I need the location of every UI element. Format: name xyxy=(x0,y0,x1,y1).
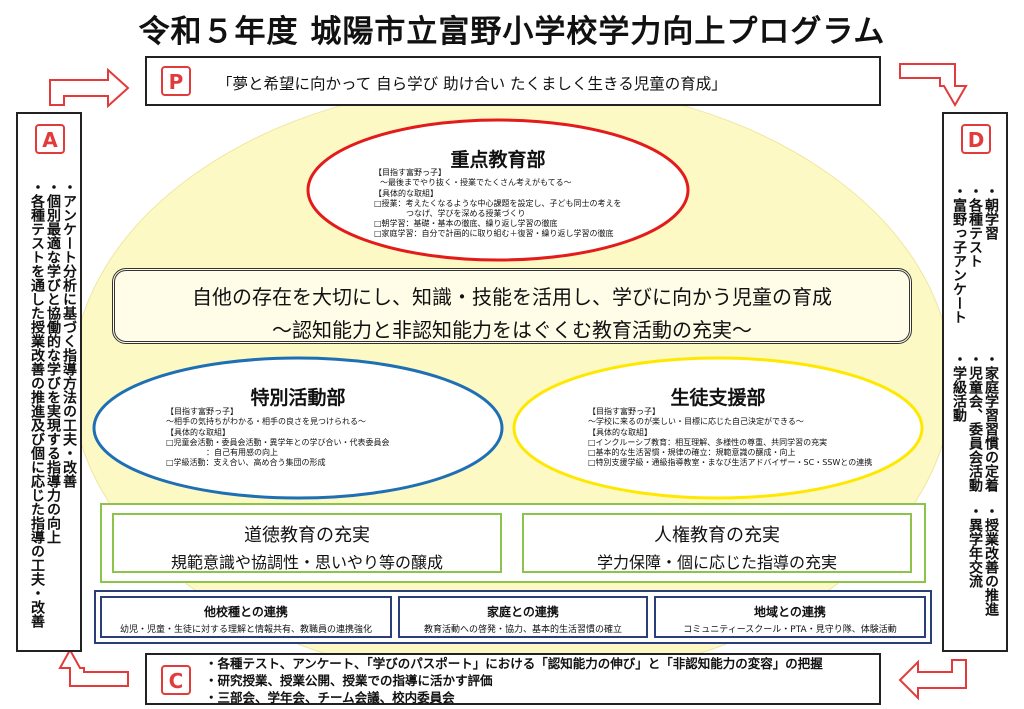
juten-line: □授業：考えたくなるような中心課題を設定し、子ども同士の考えを xyxy=(374,199,622,208)
do-item: ・授業改善の推進 xyxy=(983,504,999,616)
check-item: ・三部会、学年会、チーム会議、校内委員会 xyxy=(205,690,455,705)
renkei-sub: コミュニティースクール・PTA・見守り隊、体験活動 xyxy=(683,625,897,635)
cooperation-row: 他校種との連携 幼児・児童・生徒に対する理解と情報共有、教職員の連携強化 家庭と… xyxy=(94,590,932,644)
juten-line: □家庭学習：自分で計画的に取り組む＋復習・繰り返し学習の徹底 xyxy=(374,229,614,238)
check-items: ・各種テスト、アンケート、「学びのパスポート」における「認知能力の伸び」と「非認… xyxy=(205,655,823,706)
doutoku-box: 道徳教育の充実 規範意識や協調性・思いやり等の醸成 xyxy=(112,513,502,573)
do-item: ・学級活動 xyxy=(951,352,967,422)
do-box: D ・朝学習 ・各種テスト ・富野っ子アンケート ・学級活動 ・家庭学習習慣の定… xyxy=(942,112,1008,652)
seito-line: 【具体的な取組】 xyxy=(588,428,652,437)
seito-title: 生徒支援部 xyxy=(670,387,766,409)
renkei-box-2: 地域との連携 コミュニティースクール・PTA・見守り隊、体験活動 xyxy=(654,596,926,638)
juten-line: つなげ、学びを深める授業づくり xyxy=(374,209,526,218)
do-item: ・児童会、委員会活動 xyxy=(967,352,983,492)
tokubetsu-line: 【目指す富野っ子】 xyxy=(166,407,238,416)
jinken-sub: 学力保障・個に応じた指導の充実 xyxy=(596,553,837,572)
center-goal-line1: 自他の存在を大切にし、知識・技能を活用し、学びに向かう児童の育成 xyxy=(192,285,832,309)
act-item: ・アンケート分析に基づく指導方法の工夫・改善 xyxy=(61,180,77,488)
check-item: ・研究授業、授業公開、授業での指導に活かす評価 xyxy=(205,673,493,688)
do-item: ・各種テスト xyxy=(967,184,983,268)
doutoku-title: 道徳教育の充実 xyxy=(244,525,370,546)
jinken-title: 人権教育の充実 xyxy=(654,525,780,546)
act-box: A ・アンケート分析に基づく指導方法の工夫・改善 ・個別最適な学びと協働的な学び… xyxy=(16,112,82,652)
tokubetsu-line: □学級活動：支え合い、高め合う集団の形成 xyxy=(166,458,326,467)
page-title: 令和５年度 城陽市立富野小学校学力向上プログラム xyxy=(138,14,886,50)
arrow-a-to-p xyxy=(49,67,130,109)
plan-letter: P xyxy=(161,66,191,96)
tokubetsu-line: ～相手の気持ちがわかる・相手の良さを見つけられる～ xyxy=(166,417,366,426)
juten-title: 重点教育部 xyxy=(450,149,546,171)
arrow-d-to-c xyxy=(898,659,967,701)
check-item: ・各種テスト、アンケート、「学びのパスポート」における「認知能力の伸び」と「非認… xyxy=(205,656,823,671)
education-focus-row: 道徳教育の充実 規範意識や協調性・思いやり等の醸成 人権教育の充実 学力保障・個… xyxy=(100,503,926,583)
juten-line: 【目指す富野っ子】 xyxy=(374,168,446,177)
seito-line: 【目指す富野っ子】 xyxy=(588,407,660,416)
juten-ellipse xyxy=(306,118,690,262)
do-item: ・朝学習 xyxy=(983,184,999,240)
plan-text: 「夢と希望に向かって 自ら学び 助け合い たくましく生きる児童の育成」 xyxy=(217,75,727,93)
renkei-sub: 教育活動への啓発・協力、基本的生活習慣の確立 xyxy=(423,625,622,635)
tokubetsu-title: 特別活動部 xyxy=(250,387,346,409)
do-item: ・家庭学習習慣の定着 xyxy=(983,352,999,492)
seito-ellipse xyxy=(512,356,924,500)
juten-line: ～最後までやり抜く・授業でたくさん考えがもてる～ xyxy=(380,178,572,187)
seito-line: □インクルーシブ教育：相互理解、多様性の尊重、共同学習の充実 xyxy=(588,438,828,447)
seito-line: ～学校に来るのが楽しい・目標に応じた自己決定ができる～ xyxy=(588,417,804,426)
check-letter: C xyxy=(161,665,191,695)
tokubetsu-line: □児童会活動・委員会活動・異学年との学び合い・代表委員会 xyxy=(166,438,390,447)
doutoku-sub: 規範意識や協調性・思いやり等の醸成 xyxy=(170,553,443,572)
jinken-box: 人権教育の充実 学力保障・個に応じた指導の充実 xyxy=(522,513,912,573)
do-item: ・富野っ子アンケート xyxy=(951,184,967,324)
plan-box: P 「夢と希望に向かって 自ら学び 助け合い たくましく生きる児童の育成」 xyxy=(145,56,881,106)
arrow-c-to-a xyxy=(58,647,129,687)
renkei-title: 家庭との連携 xyxy=(487,605,559,619)
check-box: C ・各種テスト、アンケート、「学びのパスポート」における「認知能力の伸び」と「… xyxy=(145,653,881,705)
renkei-box-0: 他校種との連携 幼児・児童・生徒に対する理解と情報共有、教職員の連携強化 xyxy=(100,596,392,638)
do-letter: D xyxy=(961,124,991,154)
arrow-p-to-d xyxy=(899,63,968,107)
juten-line: 【具体的な取組】 xyxy=(374,189,438,198)
seito-line: □特別支援学級・通級指導教室・まなび生活アドバイザー・SC・SSWとの連携 xyxy=(588,458,873,467)
act-item: ・各種テストを通した授業改善の推進及び個に応じた指導の工夫・改善 xyxy=(29,180,45,628)
tokubetsu-ellipse xyxy=(92,356,504,500)
renkei-title: 地域との連携 xyxy=(754,605,826,619)
center-goal-box: 自他の存在を大切にし、知識・技能を活用し、学びに向かう児童の育成 ～認知能力と非… xyxy=(112,268,912,344)
seito-line: □基本的な生活習慣・規律の確立：規範意識の醸成・向上 xyxy=(588,448,796,457)
tokubetsu-line: 【具体的な取組】 xyxy=(166,428,230,437)
do-item: ・異学年交流 xyxy=(967,504,983,588)
renkei-box-1: 家庭との連携 教育活動への啓発・協力、基本的生活習慣の確立 xyxy=(398,596,648,638)
juten-line: □朝学習：基礎・基本の徹底、繰り返し学習の徹底 xyxy=(374,219,558,228)
renkei-sub: 幼児・児童・生徒に対する理解と情報共有、教職員の連携強化 xyxy=(119,625,372,635)
act-letter: A xyxy=(35,124,65,154)
center-goal-line2: ～認知能力と非認知能力をはぐくむ教育活動の充実～ xyxy=(272,318,752,342)
tokubetsu-line: ：自己有用感の向上 xyxy=(166,448,278,457)
renkei-title: 他校種との連携 xyxy=(204,605,288,619)
act-item: ・個別最適な学びと協働的な学びを実現する指導力の向上 xyxy=(45,180,61,544)
